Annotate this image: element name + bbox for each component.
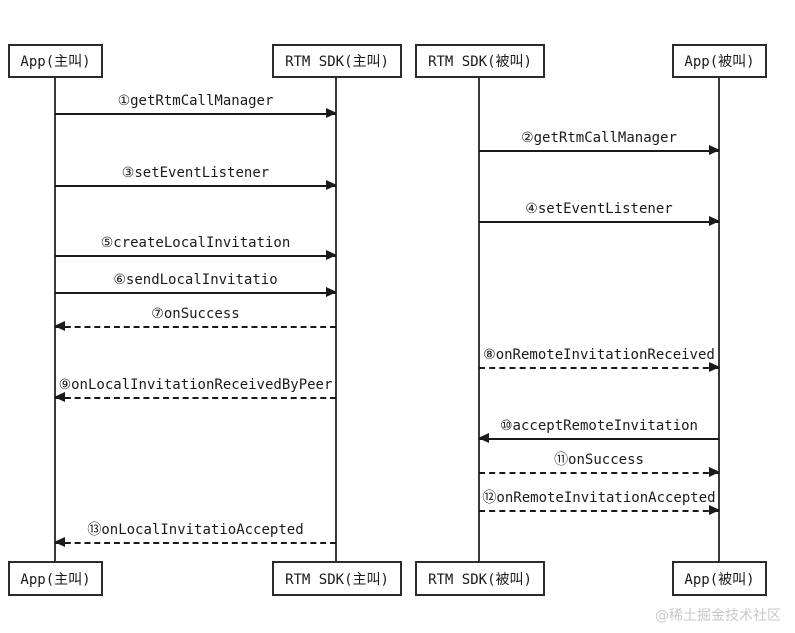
participant-box-footer-sdk_callee_f[interactable]: RTM SDK(被叫) bbox=[415, 561, 545, 596]
lifeline-app_caller bbox=[54, 78, 56, 561]
message-line-7 bbox=[55, 326, 336, 328]
message-line-3 bbox=[55, 185, 336, 187]
message-label-9: ⑨onLocalInvitationReceivedByPeer bbox=[58, 377, 333, 393]
message-label-12: ⑫onRemoteInvitationAccepted bbox=[482, 490, 716, 506]
arrow-head-left-icon bbox=[54, 392, 65, 402]
message-label-6: ⑥sendLocalInvitatio bbox=[113, 272, 278, 288]
message-line-5 bbox=[55, 255, 336, 257]
arrow-head-right-icon bbox=[326, 287, 337, 297]
message-line-10 bbox=[479, 438, 719, 440]
watermark-label: @稀土掘金技术社区 bbox=[655, 608, 781, 624]
message-label-5: ⑤createLocalInvitation bbox=[100, 235, 291, 251]
arrow-head-right-icon bbox=[709, 145, 720, 155]
lifeline-sdk_callee bbox=[478, 78, 480, 561]
lifeline-app_callee bbox=[718, 78, 720, 561]
participant-box-app_callee[interactable]: App(被叫) bbox=[672, 44, 767, 78]
arrow-head-left-icon bbox=[54, 537, 65, 547]
message-label-2: ②getRtmCallManager bbox=[521, 130, 677, 146]
arrow-head-right-icon bbox=[326, 108, 337, 118]
arrow-head-right-icon bbox=[326, 250, 337, 260]
message-label-11: ⑪onSuccess bbox=[554, 452, 644, 468]
message-line-4 bbox=[479, 221, 719, 223]
message-label-13: ⑬onLocalInvitatioAccepted bbox=[87, 522, 304, 538]
participant-box-footer-sdk_caller_f[interactable]: RTM SDK(主叫) bbox=[272, 561, 402, 596]
message-label-8: ⑧onRemoteInvitationReceived bbox=[483, 347, 715, 363]
message-line-8 bbox=[479, 367, 719, 369]
message-line-2 bbox=[479, 150, 719, 152]
message-label-7: ⑦onSuccess bbox=[151, 306, 240, 322]
message-label-4: ④setEventListener bbox=[525, 201, 673, 217]
arrow-head-right-icon bbox=[709, 505, 720, 515]
message-line-11 bbox=[479, 472, 719, 474]
participant-box-footer-app_caller_f[interactable]: App(主叫) bbox=[8, 561, 103, 596]
arrow-head-left-icon bbox=[478, 433, 489, 443]
participant-box-sdk_caller[interactable]: RTM SDK(主叫) bbox=[272, 44, 402, 78]
arrow-head-right-icon bbox=[709, 216, 720, 226]
message-line-6 bbox=[55, 292, 336, 294]
participant-box-app_caller[interactable]: App(主叫) bbox=[8, 44, 103, 78]
participant-box-footer-app_callee_f[interactable]: App(被叫) bbox=[672, 561, 767, 596]
lifeline-sdk_caller bbox=[335, 78, 337, 561]
arrow-head-right-icon bbox=[709, 467, 720, 477]
message-label-3: ③setEventListener bbox=[121, 165, 270, 181]
arrow-head-right-icon bbox=[326, 180, 337, 190]
message-label-10: ⑩acceptRemoteInvitation bbox=[500, 418, 698, 434]
message-line-1 bbox=[55, 113, 336, 115]
message-label-1: ①getRtmCallManager bbox=[117, 93, 274, 109]
message-line-12 bbox=[479, 510, 719, 512]
arrow-head-left-icon bbox=[54, 321, 65, 331]
message-line-13 bbox=[55, 542, 336, 544]
participant-box-sdk_callee[interactable]: RTM SDK(被叫) bbox=[415, 44, 545, 78]
arrow-head-right-icon bbox=[709, 362, 720, 372]
message-line-9 bbox=[55, 397, 336, 399]
